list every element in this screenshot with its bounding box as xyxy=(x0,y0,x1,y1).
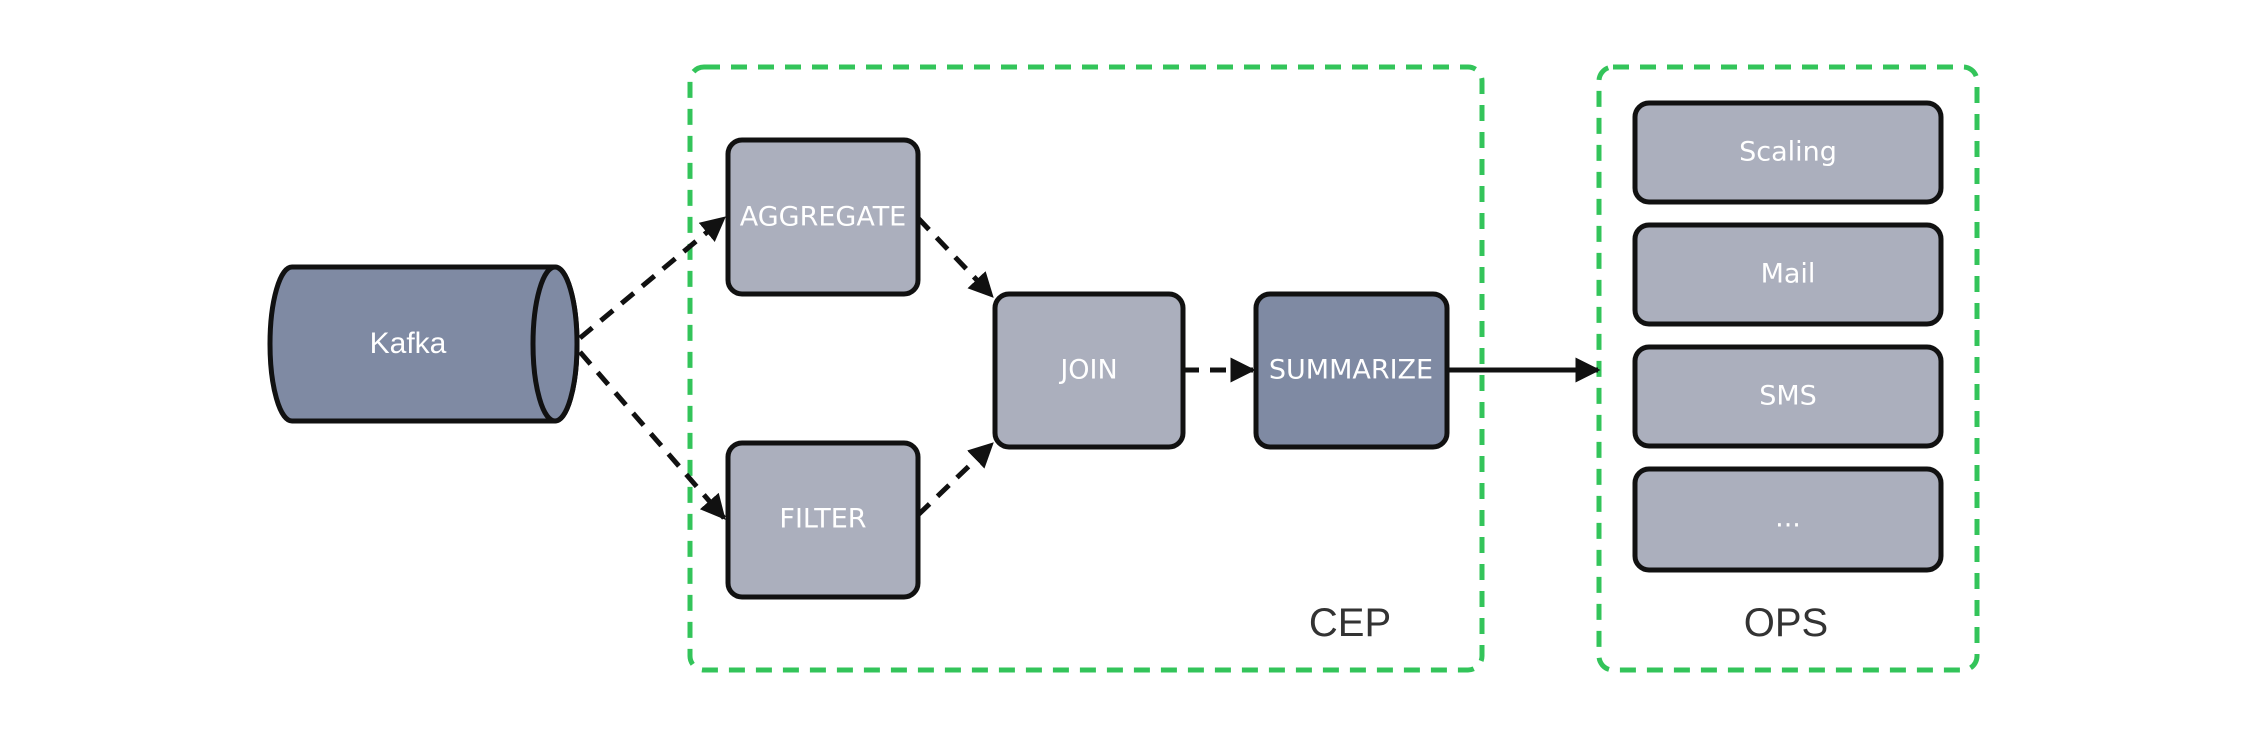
ops-item-scaling: Scaling xyxy=(1632,100,1944,205)
node-filter: FILTER xyxy=(725,440,921,600)
edges xyxy=(578,216,1601,520)
ops-group-label: OPS xyxy=(1744,601,1828,645)
kafka-cylinder-cap xyxy=(530,264,580,424)
ops-item-label: SMS xyxy=(1759,381,1817,412)
edge-kafka-aggregate xyxy=(578,216,726,340)
ops-item-box xyxy=(1632,466,1944,573)
ops-item-box xyxy=(1632,344,1944,449)
ops-item-box xyxy=(1632,100,1944,205)
edge-aggregate-join xyxy=(916,216,994,298)
edge-filter-join xyxy=(916,442,994,517)
ops-item-more: ... xyxy=(1632,466,1944,573)
node-summarize-label: SUMMARIZE xyxy=(1269,355,1433,386)
ops-item-box xyxy=(1632,222,1944,327)
cep-group xyxy=(687,64,1485,673)
edge-kafka-filter xyxy=(578,350,726,520)
ops-item-mail: Mail xyxy=(1632,222,1944,327)
node-join-box xyxy=(992,291,1186,450)
node-aggregate-box xyxy=(725,137,921,297)
node-filter-label: FILTER xyxy=(779,504,866,535)
node-summarize-box xyxy=(1253,291,1450,450)
ops-item-sms: SMS xyxy=(1632,344,1944,449)
node-aggregate: AGGREGATE xyxy=(725,137,921,297)
node-filter-box xyxy=(725,440,921,600)
ops-item-label: Scaling xyxy=(1739,137,1837,168)
node-summarize: SUMMARIZE xyxy=(1253,291,1450,450)
node-join-label: JOIN xyxy=(1058,355,1117,386)
kafka-cylinder: Kafka xyxy=(267,264,580,424)
ops-item-label: Mail xyxy=(1761,259,1816,290)
node-join: JOIN xyxy=(992,291,1186,450)
kafka-label: Kafka xyxy=(370,327,447,360)
cep-group-label: CEP xyxy=(1309,601,1391,645)
ops-item-label: ... xyxy=(1775,503,1801,534)
node-aggregate-label: AGGREGATE xyxy=(740,202,907,233)
